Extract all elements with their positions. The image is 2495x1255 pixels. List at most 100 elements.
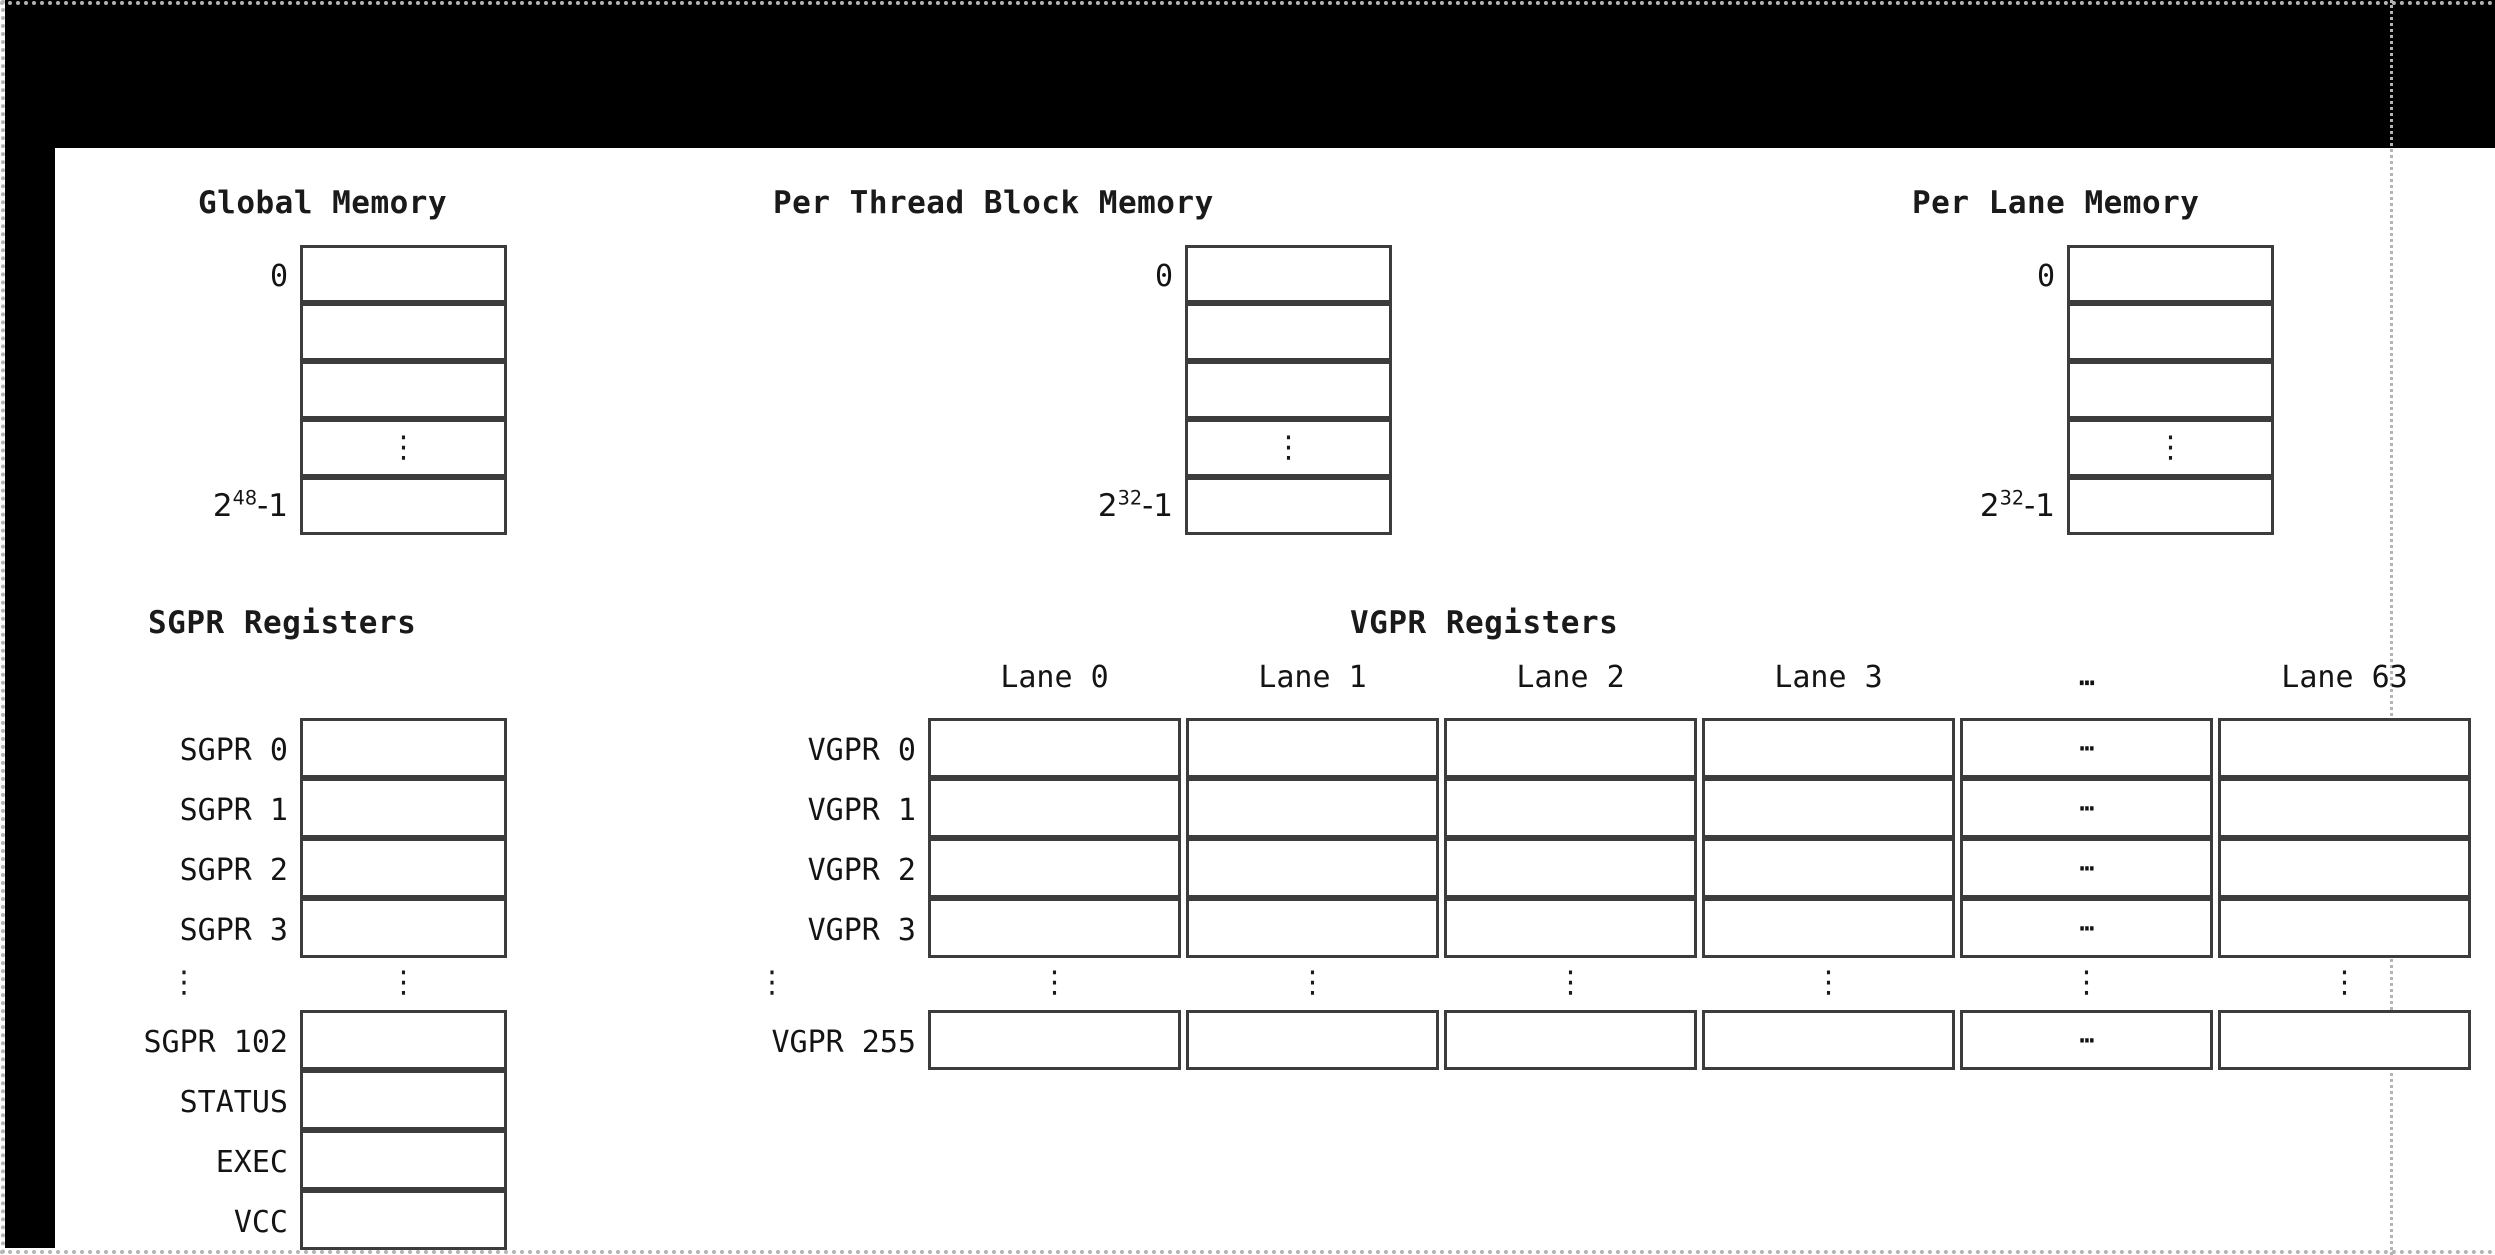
vgpr-cell-ellipsis: ⋮ bbox=[1039, 965, 1070, 1000]
vgpr-register-cell bbox=[1702, 778, 1955, 838]
sgpr-register-cell bbox=[300, 1010, 507, 1070]
sgpr-register-cell bbox=[300, 1070, 507, 1130]
memory-cell bbox=[300, 245, 507, 303]
page-guide-bottom bbox=[0, 1250, 2495, 1254]
memory-cell bbox=[1185, 303, 1392, 361]
vgpr-column-header: Lane 2 bbox=[1516, 660, 1625, 695]
vgpr-register-cell bbox=[1186, 898, 1439, 958]
vertical-ellipsis-icon: ⋮ bbox=[1273, 430, 1304, 465]
vgpr-register-cell bbox=[2218, 838, 2471, 898]
sgpr-row-ellipsis-cell: ⋮ bbox=[388, 965, 419, 1000]
vgpr-register-cell bbox=[1444, 898, 1697, 958]
memory-end-tail: -1 bbox=[257, 488, 288, 524]
memory-end-label: 232-1 bbox=[1867, 488, 2055, 524]
memory-cell: ⋮ bbox=[2067, 419, 2274, 477]
chrome-top-bar bbox=[5, 0, 2495, 148]
memory-start-label: 0 bbox=[1154, 259, 1173, 294]
horizontal-ellipsis-icon: ⋯ bbox=[2079, 1026, 2094, 1054]
memory-cell bbox=[300, 303, 507, 361]
page-guide-top bbox=[0, 1, 2495, 5]
vgpr-register-cell bbox=[928, 1010, 1181, 1070]
page-guide-left bbox=[1, 0, 5, 1255]
vgpr-register-cell bbox=[928, 778, 1181, 838]
vgpr-row-label: VGPR 1 bbox=[807, 793, 916, 828]
horizontal-ellipsis-icon: ⋯ bbox=[2079, 854, 2094, 882]
vgpr-register-cell bbox=[928, 838, 1181, 898]
sgpr-row-label: EXEC bbox=[215, 1145, 288, 1180]
vgpr-register-cell bbox=[1444, 838, 1697, 898]
page-guide-right bbox=[2390, 0, 2393, 1255]
sgpr-title: SGPR Registers bbox=[148, 605, 417, 641]
sgpr-register-cell bbox=[300, 1130, 507, 1190]
vgpr-title: VGPR Registers bbox=[1350, 605, 1619, 641]
horizontal-ellipsis-icon: ⋯ bbox=[2079, 914, 2094, 942]
vgpr-register-cell bbox=[928, 718, 1181, 778]
vgpr-register-cell: ⋯ bbox=[1960, 838, 2213, 898]
vgpr-cell-ellipsis: ⋮ bbox=[1297, 965, 1328, 1000]
chrome-left-bar bbox=[5, 0, 55, 1248]
vgpr-column-header: Lane 0 bbox=[1000, 660, 1109, 695]
memory-end-label: 232-1 bbox=[985, 488, 1173, 524]
memory-end-tail: -1 bbox=[2024, 488, 2055, 524]
vgpr-column-header: Lane 3 bbox=[1774, 660, 1883, 695]
vgpr-register-cell: ⋯ bbox=[1960, 898, 2213, 958]
memory-cell bbox=[2067, 477, 2274, 535]
vertical-ellipsis-icon: ⋮ bbox=[388, 430, 419, 465]
vgpr-register-cell bbox=[928, 898, 1181, 958]
sgpr-row-label: STATUS bbox=[179, 1085, 288, 1120]
vgpr-register-cell: ⋯ bbox=[1960, 778, 2213, 838]
horizontal-ellipsis-icon: ⋯ bbox=[2079, 734, 2094, 762]
vgpr-row-label: VGPR 3 bbox=[807, 913, 916, 948]
vgpr-register-cell bbox=[1186, 778, 1439, 838]
vgpr-register-cell bbox=[1186, 718, 1439, 778]
vgpr-row-ellipsis-label: ⋮ bbox=[757, 965, 787, 1000]
vgpr-register-cell bbox=[2218, 898, 2471, 958]
memory-cell bbox=[2067, 245, 2274, 303]
vgpr-register-cell bbox=[1702, 898, 1955, 958]
sgpr-row-ellipsis-label: ⋮ bbox=[169, 965, 199, 1000]
vertical-ellipsis-icon: ⋮ bbox=[2155, 430, 2186, 465]
memory-end-label: 248-1 bbox=[100, 488, 288, 524]
memory-cell bbox=[2067, 303, 2274, 361]
memory-cell bbox=[300, 477, 507, 535]
vgpr-cell-ellipsis: ⋮ bbox=[1555, 965, 1586, 1000]
memory-start-label: 0 bbox=[2036, 259, 2055, 294]
sgpr-register-cell bbox=[300, 838, 507, 898]
memory-panel-title: Per Thread Block Memory bbox=[773, 185, 1214, 221]
memory-cell: ⋮ bbox=[1185, 419, 1392, 477]
vgpr-column-header: Lane 63 bbox=[2281, 660, 2408, 695]
memory-cell bbox=[1185, 477, 1392, 535]
vgpr-row-label: VGPR 255 bbox=[771, 1025, 917, 1060]
vgpr-cell-ellipsis: ⋮ bbox=[2329, 965, 2360, 1000]
memory-cell bbox=[2067, 361, 2274, 419]
sgpr-row-label: SGPR 1 bbox=[179, 793, 288, 828]
vgpr-register-cell bbox=[1186, 1010, 1439, 1070]
vgpr-cell-ellipsis: ⋮ bbox=[2071, 965, 2102, 1000]
memory-cell bbox=[1185, 361, 1392, 419]
sgpr-row-label: SGPR 0 bbox=[179, 733, 288, 768]
vgpr-register-cell bbox=[1702, 718, 1955, 778]
vgpr-register-cell bbox=[1444, 718, 1697, 778]
vgpr-register-cell bbox=[2218, 778, 2471, 838]
sgpr-row-label: SGPR 2 bbox=[179, 853, 288, 888]
memory-end-exponent: 48 bbox=[232, 486, 258, 510]
sgpr-row-label: SGPR 3 bbox=[179, 913, 288, 948]
memory-cell: ⋮ bbox=[300, 419, 507, 477]
vgpr-cell-ellipsis: ⋮ bbox=[1813, 965, 1844, 1000]
memory-end-tail: -1 bbox=[1142, 488, 1173, 524]
vgpr-column-header-ellipsis: ⋯ bbox=[2079, 668, 2095, 698]
sgpr-row-label: VCC bbox=[233, 1205, 288, 1240]
vgpr-register-cell bbox=[1444, 1010, 1697, 1070]
memory-end-base: 2 bbox=[1979, 488, 2000, 524]
memory-end-exponent: 32 bbox=[1999, 486, 2025, 510]
memory-end-exponent: 32 bbox=[1117, 486, 1143, 510]
vgpr-register-cell bbox=[2218, 1010, 2471, 1070]
vgpr-column-header: Lane 1 bbox=[1258, 660, 1367, 695]
memory-end-base: 2 bbox=[212, 488, 233, 524]
memory-panel-title: Per Lane Memory bbox=[1912, 185, 2200, 221]
horizontal-ellipsis-icon: ⋯ bbox=[2079, 794, 2094, 822]
memory-cell bbox=[1185, 245, 1392, 303]
vgpr-register-cell bbox=[2218, 718, 2471, 778]
vgpr-row-label: VGPR 2 bbox=[807, 853, 916, 888]
